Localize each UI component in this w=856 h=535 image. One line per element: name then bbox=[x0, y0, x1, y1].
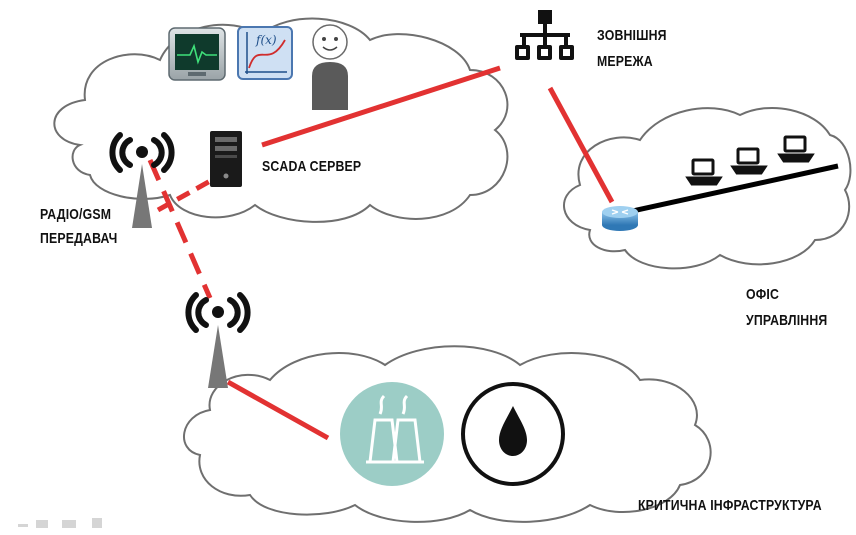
top-cloud bbox=[53, 17, 509, 223]
office-cloud bbox=[563, 107, 852, 270]
network-hierarchy-icon bbox=[515, 10, 574, 60]
management-office-label: ОФІС УПРАВЛІННЯ bbox=[746, 285, 827, 331]
external-network-label: ЗОВНІШНЯ МЕРЕЖА bbox=[597, 26, 667, 72]
link-external-router bbox=[547, 86, 615, 204]
laptop-icon bbox=[777, 135, 815, 163]
radio-tower-icon bbox=[109, 132, 175, 228]
scada-server-label-text: SCADA СЕРВЕР bbox=[262, 158, 362, 175]
watermark bbox=[18, 518, 102, 528]
external-network-label-line2: МЕРЕЖА bbox=[597, 53, 653, 70]
critical-infrastructure-label-text: КРИТИЧНА ІНФРАСТРУКТУРА bbox=[638, 497, 822, 514]
office-lan-bus bbox=[627, 163, 839, 215]
radio-tower-icon bbox=[185, 292, 251, 388]
heart-monitor-icon bbox=[168, 27, 226, 81]
link-radio-radio-dashed bbox=[147, 159, 213, 299]
critical-infrastructure-label: КРИТИЧНА ІНФРАСТРУКТУРА bbox=[638, 496, 822, 516]
management-office-label-line2: УПРАВЛІННЯ bbox=[746, 312, 828, 329]
infrastructure-cloud bbox=[183, 345, 712, 523]
laptop-icon bbox=[685, 158, 723, 186]
operator-person-icon bbox=[312, 24, 348, 110]
laptop-icon bbox=[730, 147, 768, 175]
management-office-label-line1: ОФІС bbox=[746, 286, 780, 303]
router-icon bbox=[602, 206, 638, 231]
function-graph-icon: f(x) bbox=[237, 26, 293, 80]
oil-drop-icon bbox=[461, 382, 565, 486]
network-links bbox=[147, 65, 615, 441]
link-radio-plant bbox=[226, 379, 330, 441]
radio-transmitter-label-line1: РАДІО/GSM bbox=[40, 206, 112, 223]
server-tower-icon bbox=[210, 131, 242, 187]
external-network-label-line1: ЗОВНІШНЯ bbox=[597, 27, 667, 44]
scada-server-label: SCADA СЕРВЕР bbox=[262, 157, 361, 177]
svg-text:f(x): f(x) bbox=[255, 33, 277, 47]
radio-transmitter-label: РАДІО/GSM ПЕРЕДАВАЧ bbox=[40, 205, 117, 249]
link-server-external bbox=[261, 65, 501, 148]
radio-transmitter-label-line2: ПЕРЕДАВАЧ bbox=[40, 230, 118, 247]
power-plant-icon bbox=[340, 382, 444, 486]
